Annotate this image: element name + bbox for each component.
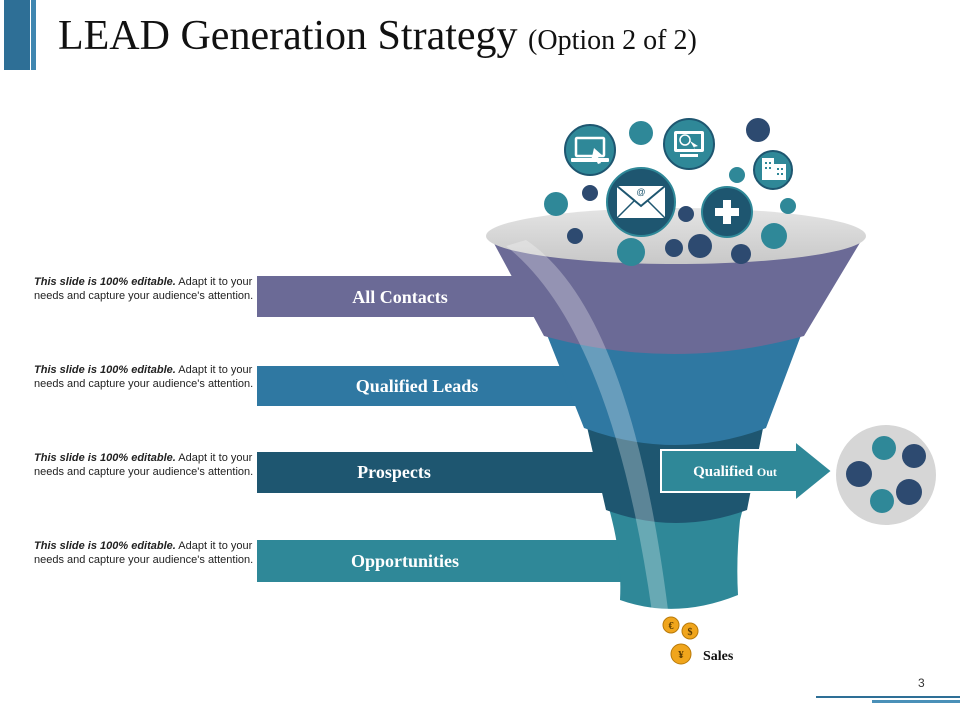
stage-4-label: Opportunities	[351, 551, 459, 571]
bubble	[731, 244, 751, 264]
stage-1-desc-bold: This slide is 100% editable.	[34, 276, 176, 288]
stage-2-description: This slide is 100% editable. Adapt it to…	[34, 363, 254, 391]
stage-3-desc-bold: This slide is 100% editable.	[34, 452, 176, 464]
email-icon: @	[606, 167, 676, 237]
laptop-icon	[564, 124, 616, 176]
yen-coin-symbol: ¥	[678, 649, 684, 661]
page-title: LEAD Generation Strategy (Option 2 of 2)	[58, 12, 697, 60]
bubble	[629, 121, 653, 145]
stage-4-desc-bold: This slide is 100% editable.	[34, 540, 176, 552]
bubble	[761, 223, 787, 249]
yen-coin-icon: ¥	[670, 643, 692, 665]
stage-3-bar	[257, 452, 627, 493]
footer-line-accent	[872, 700, 960, 703]
stage-1-desc-text: Adapt it to your needs and capture your …	[34, 276, 254, 302]
building-icon	[753, 150, 793, 190]
qualified-out-group	[836, 425, 936, 525]
page-number: 3	[918, 676, 925, 690]
svg-text:@: @	[636, 187, 645, 197]
stage-2-label: Qualified Leads	[356, 376, 479, 396]
bubble	[688, 234, 712, 258]
stage-4-bar	[257, 540, 637, 582]
stage-3-description: This slide is 100% editable. Adapt it to…	[34, 451, 254, 479]
stage-3-desc-text: Adapt it to your needs and capture your …	[34, 452, 254, 478]
title-accent-stripe	[31, 0, 36, 70]
bubble	[617, 238, 645, 266]
qualified-out-main: Qualified	[693, 464, 754, 480]
bubble	[582, 185, 598, 201]
funnel-section-all-contacts	[490, 236, 864, 354]
stage-2-bar	[257, 366, 607, 406]
footer-line	[816, 696, 960, 698]
bubble	[678, 206, 694, 222]
funnel-rim	[486, 208, 866, 264]
sales-label: Sales	[703, 649, 734, 664]
plus-icon	[701, 186, 753, 238]
euro-coin-symbol: €	[669, 621, 674, 632]
monitor-cursor-icon	[663, 118, 715, 170]
title-subtitle: (Option 2 of 2)	[528, 25, 697, 56]
bubble	[780, 198, 796, 214]
bubble	[544, 192, 568, 216]
euro-coin-icon: €	[662, 616, 680, 634]
bubble	[665, 239, 683, 257]
qualified-out-small: Out	[757, 465, 777, 479]
dollar-coin-symbol: $	[688, 627, 693, 638]
qualified-out-label: Qualified Out	[693, 464, 777, 480]
stage-2-desc-bold: This slide is 100% editable.	[34, 364, 176, 376]
funnel-highlight	[506, 240, 668, 612]
stage-1-label: All Contacts	[352, 287, 448, 307]
dollar-coin-icon: $	[681, 622, 699, 640]
stage-3-label: Prospects	[357, 462, 431, 482]
stage-1-bar	[257, 276, 557, 317]
funnel-section-qualified-leads	[545, 330, 803, 445]
title-main: LEAD Generation Strategy	[58, 13, 518, 59]
qualified-out-arrow: Qualified Out	[660, 438, 834, 504]
stage-4-desc-text: Adapt it to your needs and capture your …	[34, 540, 254, 566]
stage-1-description: This slide is 100% editable. Adapt it to…	[34, 275, 254, 303]
stage-2-desc-text: Adapt it to your needs and capture your …	[34, 364, 254, 390]
funnel-section-opportunities	[608, 504, 744, 609]
bubble	[746, 118, 770, 142]
title-accent-bar	[4, 0, 30, 70]
bubble	[729, 167, 745, 183]
stage-4-description: This slide is 100% editable. Adapt it to…	[34, 539, 254, 567]
bubble	[567, 228, 583, 244]
